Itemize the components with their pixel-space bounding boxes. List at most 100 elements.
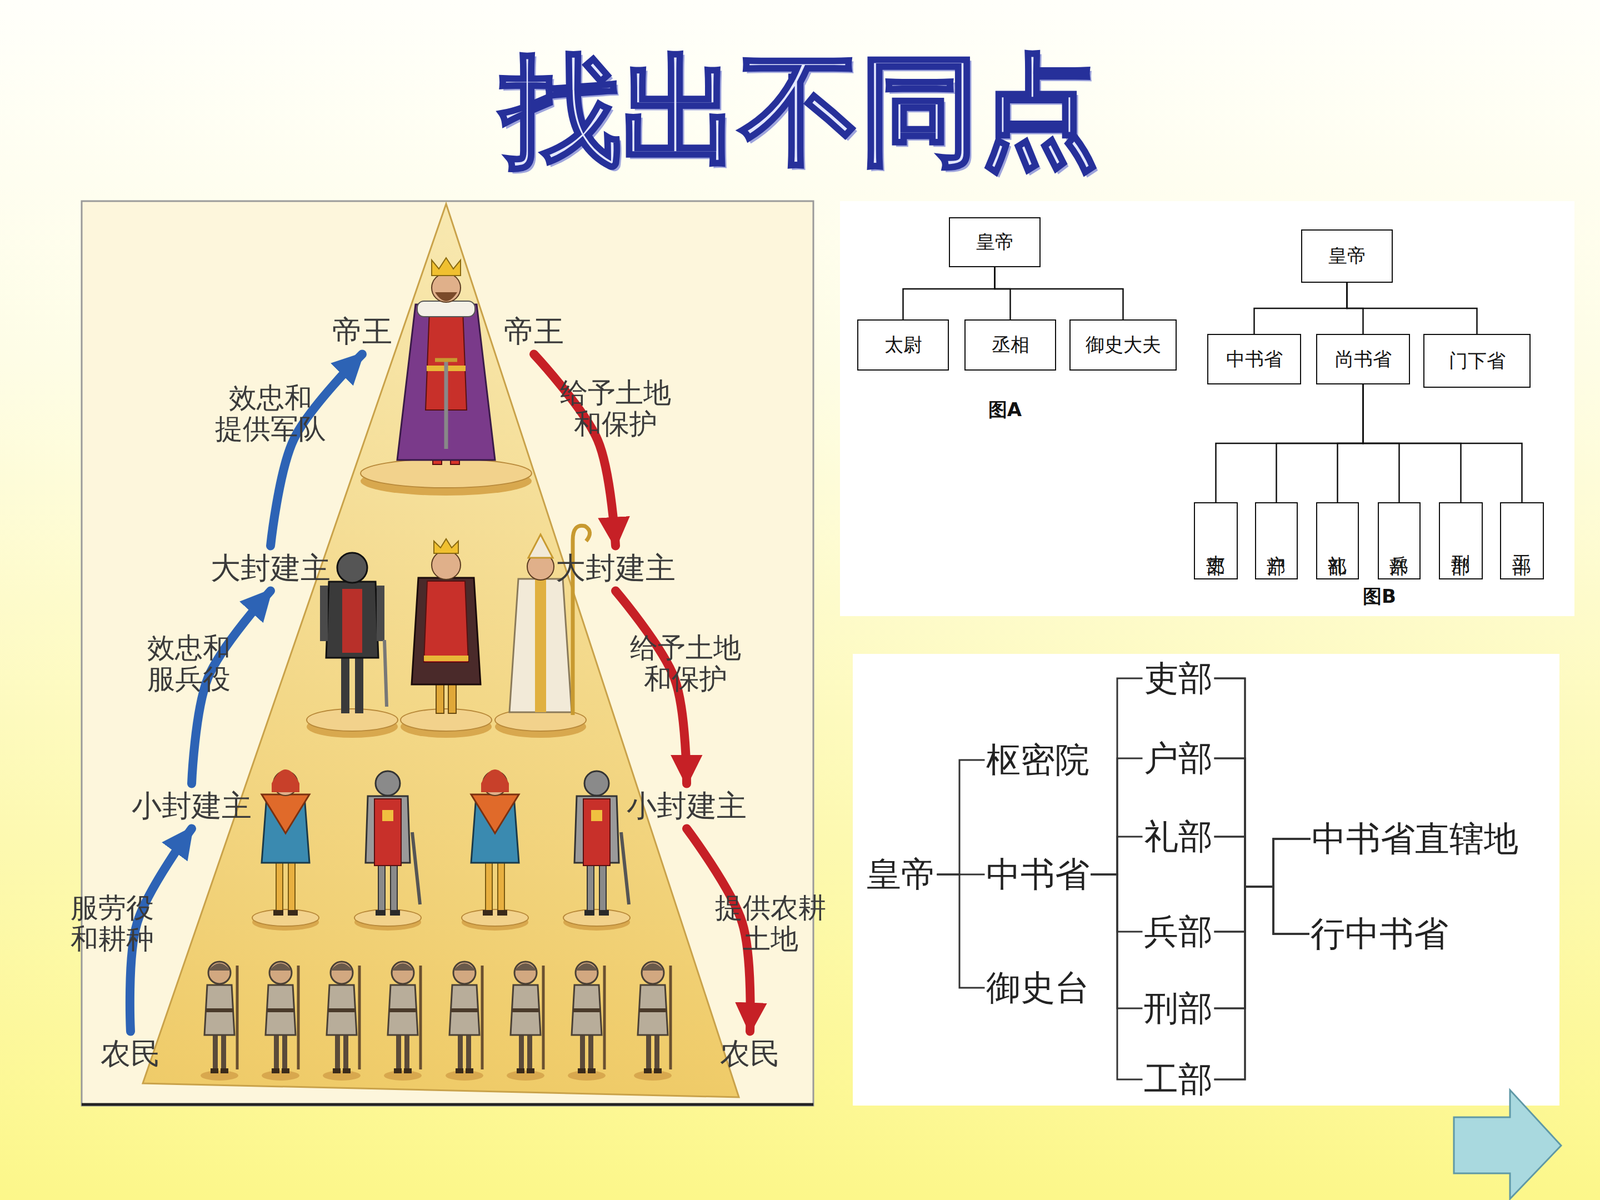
node-text: 小封建主 (131, 786, 252, 827)
org-connector (995, 267, 1011, 320)
ministry-box: 刑部 (1438, 502, 1483, 580)
tier-label: 小封建主 (622, 783, 752, 829)
peasant-figure (387, 961, 421, 1074)
org-connector (1363, 384, 1462, 503)
office-box: 御史大夫 (1069, 319, 1177, 371)
figure-caption: 图A (988, 397, 1022, 423)
tabard (342, 588, 363, 653)
org-connector (903, 267, 995, 320)
org-connector (937, 874, 984, 988)
platform (360, 458, 532, 488)
coronet (433, 538, 459, 554)
org-connector (995, 267, 1124, 320)
tier-label: 大封建主 (206, 546, 335, 592)
peasant-figure (265, 961, 299, 1074)
lord-figure (411, 538, 481, 714)
robe (509, 578, 572, 713)
platform (200, 1070, 239, 1081)
org-connector (1337, 384, 1364, 503)
platform (322, 1070, 361, 1081)
node-text: 皇帝 (1328, 243, 1367, 269)
knight-figure (574, 771, 629, 916)
arrow-label: 提供农耕 土地 (715, 892, 827, 955)
chart-panel (840, 201, 1575, 617)
org-connector (1216, 384, 1364, 503)
node-text: 中书省 (1226, 346, 1283, 373)
node-text: 门下省 (1448, 348, 1506, 374)
tier-label: 农民 (96, 1031, 165, 1077)
node-text: 小封建主 (626, 786, 747, 827)
org-label: 中书省直辖地 (1309, 815, 1521, 863)
node-text: 兵部 (1386, 540, 1413, 543)
panel-edge (81, 1103, 814, 1107)
peasant-figure (571, 961, 605, 1074)
cape (397, 304, 495, 460)
node-text: 丞相 (991, 332, 1030, 358)
ministry-box: 兵部 (1377, 502, 1421, 580)
node-text: 帝王 (332, 311, 393, 353)
office-box: 太尉 (857, 319, 949, 371)
node-text: 中书省直辖地 (1311, 815, 1519, 863)
org-connector (1215, 678, 1309, 934)
crown (431, 257, 461, 276)
node-text: 礼部 (1143, 813, 1213, 860)
tier-label: 大封建主 (551, 546, 680, 592)
node-text: 吏部 (1143, 655, 1213, 702)
tier-label: 小封建主 (127, 783, 257, 829)
org-label: 刑部 (1141, 985, 1215, 1032)
slide-title: 找出不同点 (0, 51, 1600, 171)
org-connector (1276, 384, 1364, 503)
node-text: 兵部 (1143, 908, 1213, 955)
org-connector (1091, 758, 1142, 875)
armor (326, 581, 379, 658)
cape (411, 577, 481, 685)
illustration-panel (81, 201, 814, 1106)
arrow-label: 给予土地 和保护 (630, 632, 742, 695)
office-box: 门下省 (1423, 333, 1531, 388)
knight-figure (261, 769, 310, 916)
node-text: 户部 (1143, 735, 1213, 782)
peasant-figure (449, 961, 483, 1074)
node-text: 皇帝 (866, 851, 936, 898)
org-connector (1091, 874, 1142, 1009)
platform (563, 909, 630, 927)
platform (354, 909, 422, 927)
office-box: 皇帝 (1301, 229, 1393, 283)
org-connector (1215, 678, 1310, 887)
collar (417, 301, 475, 317)
office-box: 中书省 (1207, 333, 1302, 385)
tier-label: 帝王 (499, 309, 569, 355)
org-connector (1215, 886, 1309, 934)
org-label: 行中书省 (1308, 910, 1451, 958)
org-connector (1091, 874, 1142, 932)
peasant-figure (204, 961, 238, 1074)
platform (445, 1070, 484, 1081)
node-text: 农民 (720, 1033, 780, 1075)
office-box: 丞相 (964, 319, 1057, 371)
node-text: 大封建主 (555, 548, 676, 589)
beard (435, 292, 458, 302)
stole (535, 578, 547, 713)
node-text: 礼部 (1325, 540, 1351, 543)
figure-caption: 图B (1362, 583, 1397, 610)
arrow-label: 给予土地 和保护 (560, 377, 672, 440)
org-connector (1363, 384, 1400, 503)
head (431, 550, 461, 580)
org-label: 户部 (1141, 735, 1215, 782)
knight-figure (471, 769, 519, 916)
sword (444, 360, 449, 449)
tier-label: 帝王 (327, 309, 397, 355)
node-text: 御史大夫 (1085, 332, 1162, 358)
crook (572, 525, 590, 542)
leg (355, 655, 364, 714)
org-label: 枢密院 (983, 736, 1092, 784)
org-label: 礼部 (1141, 813, 1215, 860)
org-label: 皇帝 (864, 851, 938, 898)
node-text: 户部 (1263, 540, 1290, 543)
org-connector (1091, 678, 1142, 875)
arm (320, 585, 328, 642)
node-text: 御史台 (986, 964, 1090, 1012)
org-connector (937, 873, 984, 876)
org-label: 工部 (1141, 1056, 1215, 1103)
arm (376, 585, 385, 642)
